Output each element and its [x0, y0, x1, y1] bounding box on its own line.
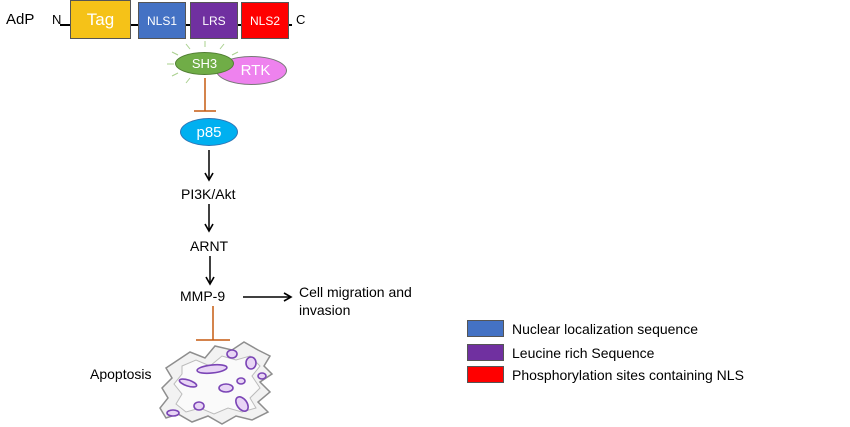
- domain-lrs: LRS: [190, 2, 238, 39]
- arnt-label: ARNT: [190, 238, 229, 254]
- legend-item-nls: Nuclear localization sequence: [467, 320, 698, 337]
- domain-tag-label: Tag: [86, 9, 115, 29]
- legend-swatch-nls: [467, 320, 504, 337]
- pi3k-akt-label: PI3K/Akt: [181, 186, 236, 202]
- domain-nls2-label: NLS2: [249, 13, 281, 28]
- legend-swatch-lrs: [467, 344, 504, 361]
- migration-label-line1: Cell migration and: [299, 284, 412, 300]
- domain-nls2: NLS2: [241, 2, 289, 39]
- legend-item-lrs: Leucine rich Sequence: [467, 344, 654, 361]
- sh3-node: SH3: [175, 52, 234, 75]
- apoptosis-label: Apoptosis: [90, 366, 152, 382]
- mmp9-label: MMP-9: [180, 288, 226, 304]
- legend-swatch-phospho: [467, 366, 504, 383]
- domain-lrs-label: LRS: [202, 13, 226, 28]
- p85-label: p85: [196, 123, 222, 141]
- legend-label-nls: Nuclear localization sequence: [512, 320, 698, 337]
- inhibition-sh3-p85: [194, 78, 216, 112]
- p85-node: p85: [180, 118, 238, 146]
- legend-item-phospho: Phosphorylation sites containing NLS: [467, 366, 744, 383]
- legend-label-phospho: Phosphorylation sites containing NLS: [512, 366, 744, 383]
- apoptotic-cell-icon: [159, 341, 274, 425]
- rtk-label: RTK: [240, 62, 271, 79]
- legend-label-lrs: Leucine rich Sequence: [512, 344, 655, 361]
- domain-nls1: NLS1: [138, 2, 186, 39]
- n-terminus-label: N: [52, 12, 62, 27]
- inhibition-mmp9-apoptosis: [196, 306, 230, 341]
- sh3-glow-rays: [167, 41, 239, 85]
- sh3-label: SH3: [191, 56, 218, 71]
- domain-tag: Tag: [70, 0, 131, 39]
- domain-nls1-label: NLS1: [146, 13, 178, 28]
- protein-name: AdP: [6, 11, 35, 28]
- migration-label-line2: invasion: [299, 302, 351, 318]
- c-terminus-label: C: [296, 12, 306, 27]
